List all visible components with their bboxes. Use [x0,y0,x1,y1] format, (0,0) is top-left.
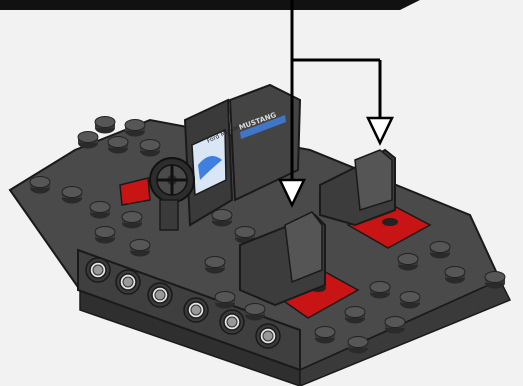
seat-front [239,211,326,307]
steering-wheel-icon [149,157,195,231]
screen-graphic-icon [198,156,222,180]
callout-arrows [278,0,394,208]
seat-rear [319,148,396,227]
down-arrow-icon [366,116,394,146]
brand-stripe [240,115,286,139]
callout-bar [0,0,420,10]
down-arrow-icon [278,178,306,208]
